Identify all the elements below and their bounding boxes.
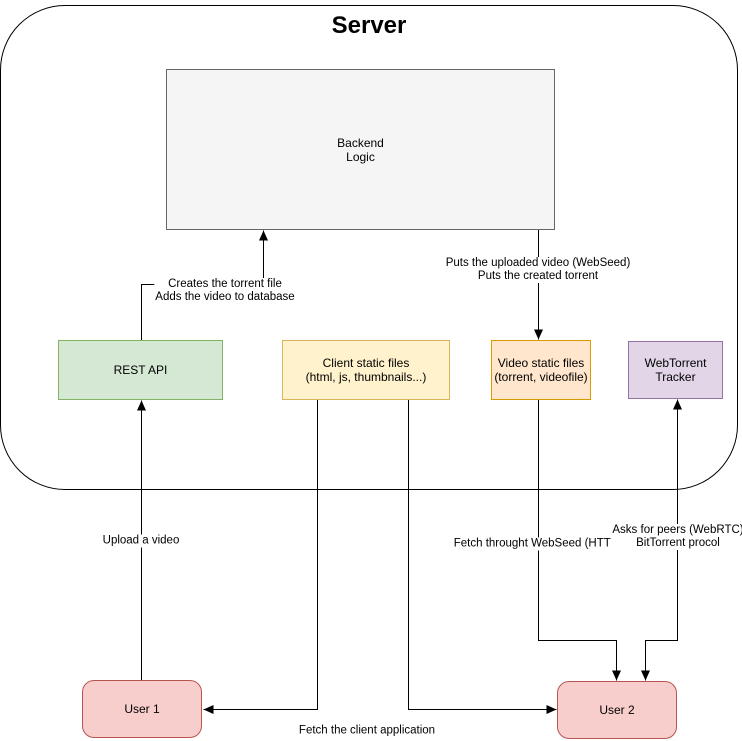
edge-label-asks-peers: Asks for peers (WebRTC) BitTorrent proco… xyxy=(611,524,742,550)
edge-videostatic-to-user2 xyxy=(538,400,621,681)
node-user-1: User 1 xyxy=(82,680,202,738)
node-client-static-files-label-line1: Client static files xyxy=(322,356,410,370)
edge-label-asks-peers-line1: Asks for peers (WebRTC) xyxy=(612,524,742,536)
server-container-box xyxy=(0,5,738,490)
node-backend-logic-label-line2: Logic xyxy=(346,149,375,164)
node-client-static-files: Client static files (html, js, thumbnail… xyxy=(282,340,450,400)
node-backend-logic: Backend Logic xyxy=(166,69,555,230)
edge-label-upload-video: Upload a video xyxy=(101,534,181,548)
edge-label-puts-video: Puts the uploaded video (WebSeed) Puts t… xyxy=(444,257,632,283)
edge-clientstatic-to-user1 xyxy=(203,400,318,714)
node-video-static-files: Video static files (torrent, videofile) xyxy=(491,340,591,400)
edge-tracker-user2-bidirectional xyxy=(641,399,682,681)
server-title: Server xyxy=(331,12,407,39)
edge-clientstatic-to-user2 xyxy=(408,400,557,714)
edge-label-creates-torrent-line1: Creates the torrent file xyxy=(168,278,282,290)
edge-label-creates-torrent: Creates the torrent file Adds the video … xyxy=(154,278,296,304)
node-user-1-label: User 1 xyxy=(124,702,160,716)
edge-label-fetch-client-app: Fetch the client application xyxy=(297,724,437,738)
node-webtorrent-tracker: WebTorrent Tracker xyxy=(628,341,723,399)
node-video-static-files-label-line1: Video static files xyxy=(497,356,585,370)
edge-label-creates-torrent-line2: Adds the video to database xyxy=(155,291,295,303)
node-user-2-label: User 2 xyxy=(599,703,635,717)
edge-label-puts-video-line2: Puts the created torrent xyxy=(477,270,599,282)
node-user-2: User 2 xyxy=(557,681,677,739)
node-rest-api: REST API xyxy=(58,340,223,400)
node-client-static-files-label-line2: (html, js, thumbnails...) xyxy=(305,370,427,384)
node-webtorrent-tracker-label-line2: Tracker xyxy=(655,370,696,384)
edge-label-fetch-webseed: Fetch throught WebSeed (HTTP) xyxy=(452,537,624,551)
node-video-static-files-label-line2: (torrent, videofile) xyxy=(494,370,588,384)
node-backend-logic-label-line1: Backend xyxy=(337,135,384,150)
edge-label-puts-video-line1: Puts the uploaded video (WebSeed) xyxy=(445,257,631,269)
node-webtorrent-tracker-label-line1: WebTorrent xyxy=(644,356,707,370)
edge-label-asks-peers-line2: BitTorrent procol xyxy=(636,537,720,549)
node-rest-api-label: REST API xyxy=(113,363,168,377)
